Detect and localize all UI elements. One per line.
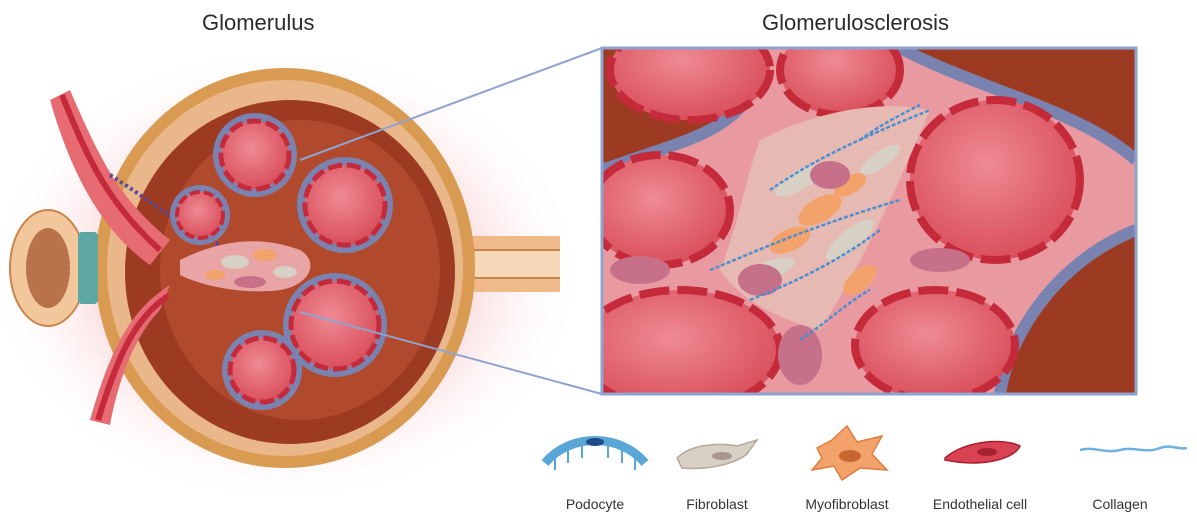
glomerulus-diagram [0,45,602,505]
fibroblast-icon [642,418,792,488]
collagen-icon [1045,418,1195,488]
glomerulosclerosis-zoom [580,20,1136,410]
myofibroblast-icon [772,418,922,488]
endothelial-cell-icon [905,418,1055,488]
